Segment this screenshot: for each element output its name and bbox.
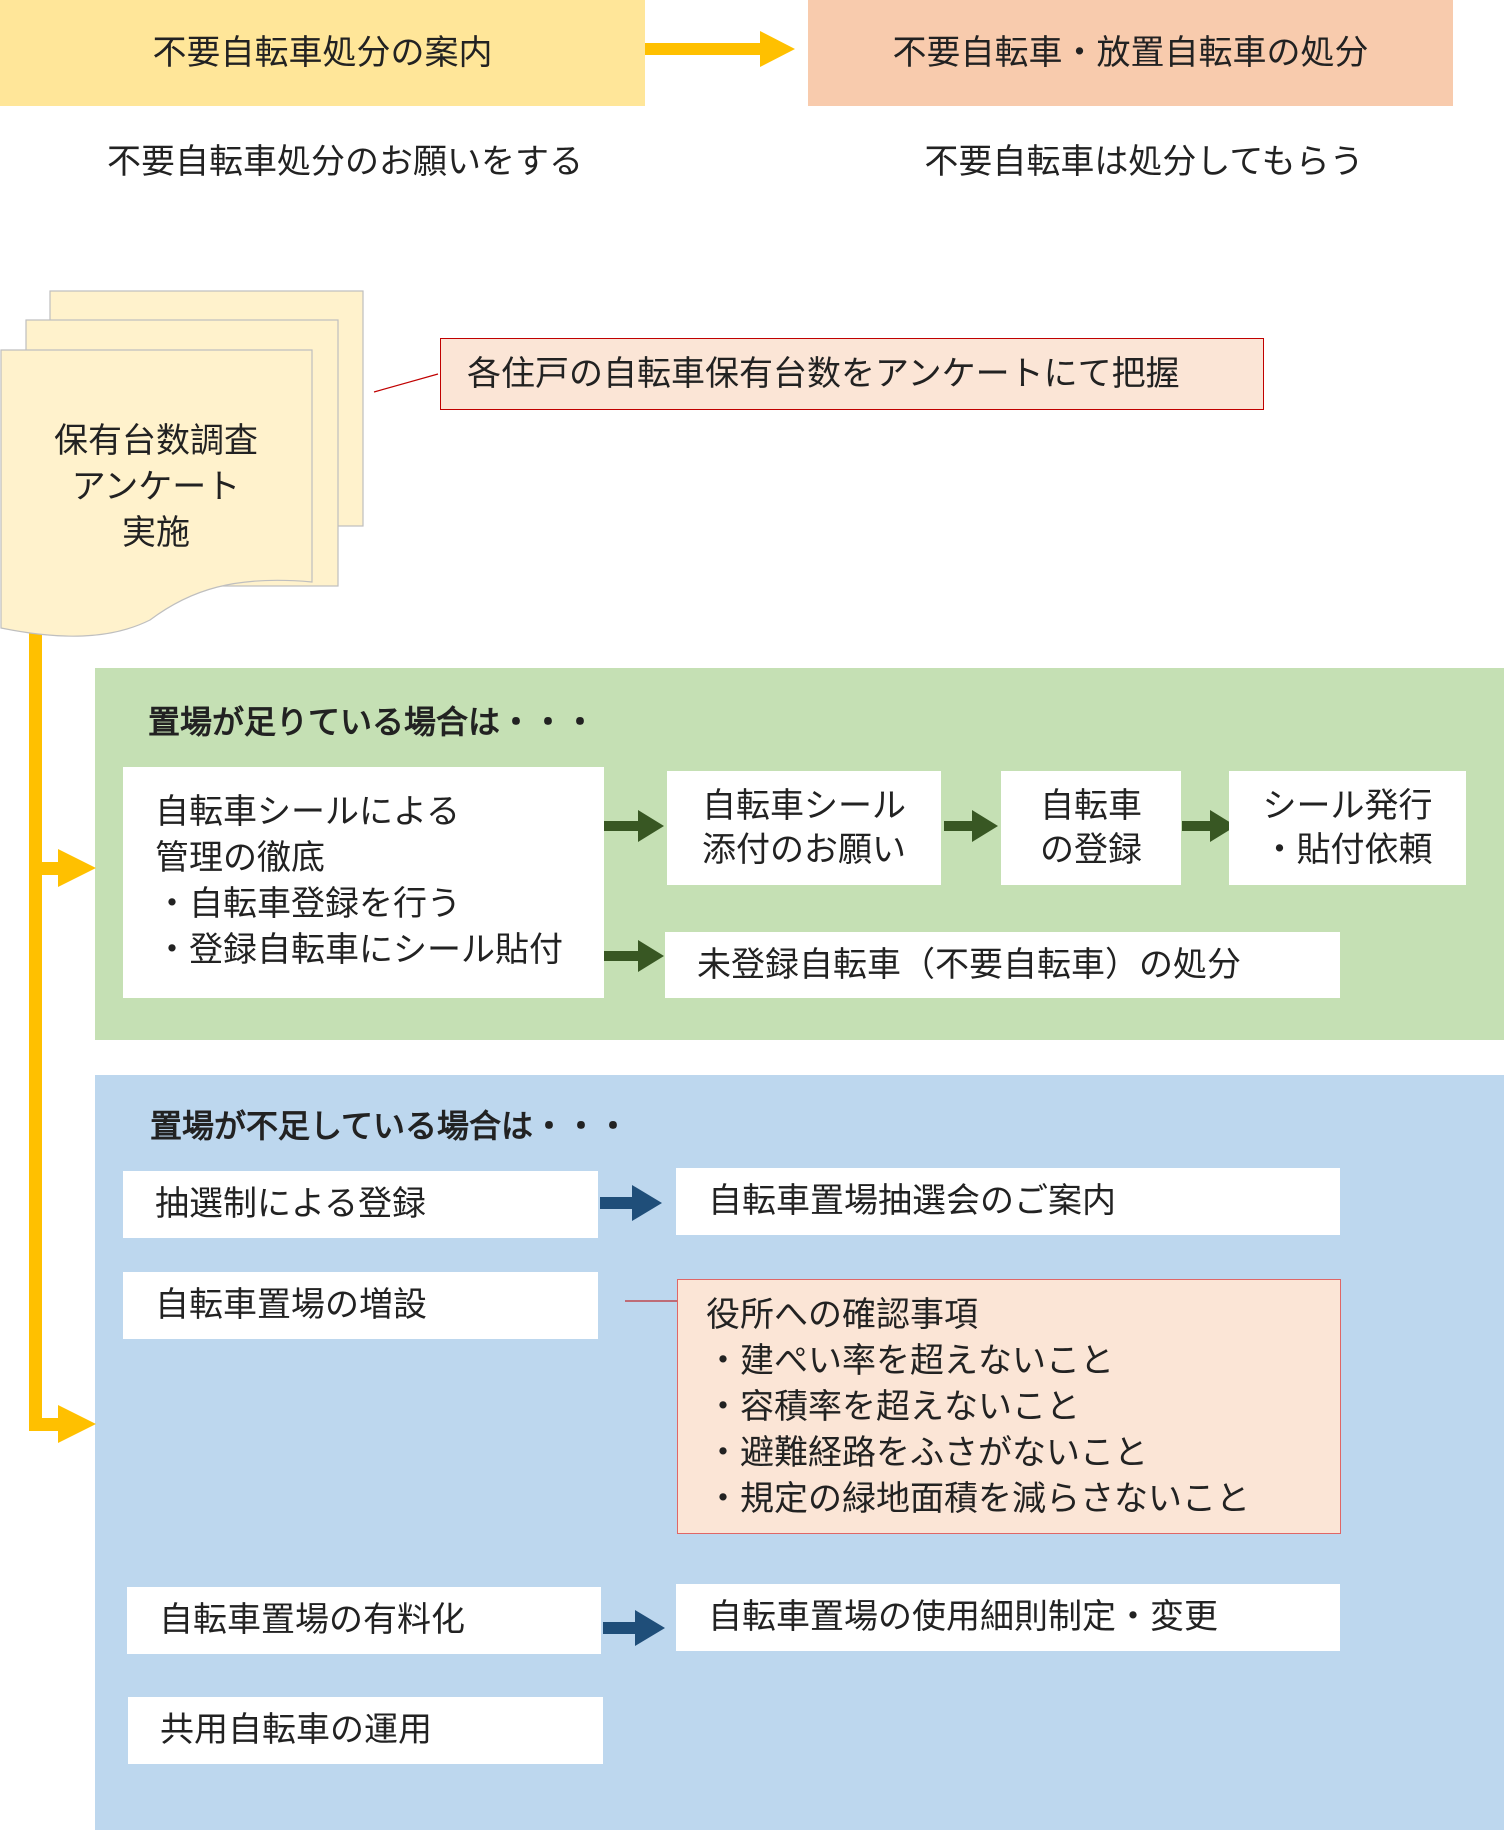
office-check-line-3: ・容積率を超えないこと bbox=[706, 1387, 1080, 1427]
lottery-guide-box: 自転車置場抽選会のご案内 bbox=[676, 1168, 1340, 1235]
survey-line-2: アンケート bbox=[71, 467, 241, 507]
header-left-title: 不要自転車処分の案内 bbox=[152, 32, 493, 73]
blue-arrow-icon-2 bbox=[603, 1610, 665, 1646]
green-arrow-icon-2 bbox=[944, 810, 998, 842]
parking-rules-text: 自転車置場の使用細則制定・変更 bbox=[708, 1597, 1218, 1638]
green-arrow-icon-3 bbox=[1182, 810, 1236, 842]
sticker-issue-line-1: シール発行 bbox=[1262, 785, 1433, 826]
office-check-callout: 役所への確認事項 ・建ぺい率を超えないこと ・容積率を超えないこと ・避難経路を… bbox=[677, 1279, 1341, 1534]
flow-line-orange bbox=[29, 632, 96, 1443]
office-check-line-1: 役所への確認事項 bbox=[706, 1295, 978, 1335]
unregistered-disposal-text: 未登録自転車（不要自転車）の処分 bbox=[697, 944, 1241, 985]
green-arrow-icon-1 bbox=[604, 810, 664, 842]
callout-leader-line bbox=[373, 373, 439, 393]
sticker-request-box: 自転車シール 添付のお願い bbox=[667, 771, 941, 885]
office-check-line-4: ・避難経路をふさがないこと bbox=[706, 1433, 1148, 1473]
survey-callout-text: 各住戸の自転車保有台数をアンケートにて把握 bbox=[467, 353, 1180, 394]
bike-registration-box: 自転車 の登録 bbox=[1001, 771, 1181, 885]
sufficient-main-line-1: 自転車シールによる bbox=[155, 792, 460, 832]
paid-parking-box: 自転車置場の有料化 bbox=[127, 1587, 601, 1654]
sufficient-main-box: 自転車シールによる 管理の徹底 ・自転車登録を行う ・登録自転車にシール貼付 bbox=[123, 767, 604, 998]
lottery-guide-text: 自転車置場抽選会のご案内 bbox=[708, 1181, 1116, 1222]
survey-line-1: 保有台数調査 bbox=[54, 421, 258, 461]
survey-document-stack-icon bbox=[0, 290, 364, 637]
lottery-text: 抽選制による登録 bbox=[155, 1184, 426, 1225]
lottery-box: 抽選制による登録 bbox=[123, 1171, 598, 1238]
office-check-line-5: ・規定の緑地面積を減らさないこと bbox=[706, 1479, 1250, 1519]
sufficient-main-line-2: 管理の徹底 bbox=[155, 838, 325, 878]
header-right-box: 不要自転車・放置自転車の処分 bbox=[808, 0, 1453, 106]
shared-bike-box: 共用自転車の運用 bbox=[128, 1697, 603, 1764]
expansion-text: 自転車置場の増設 bbox=[155, 1285, 427, 1326]
sufficient-heading: 置場が足りている場合は・・・ bbox=[148, 703, 597, 741]
parking-rules-box: 自転車置場の使用細則制定・変更 bbox=[676, 1584, 1340, 1651]
sufficient-main-line-4: ・登録自転車にシール貼付 bbox=[155, 930, 563, 970]
insufficient-heading: 置場が不足している場合は・・・ bbox=[150, 1107, 630, 1145]
sticker-issue-box: シール発行 ・貼付依頼 bbox=[1229, 771, 1466, 885]
unregistered-disposal-box: 未登録自転車（不要自転車）の処分 bbox=[665, 932, 1340, 998]
sticker-request-line-2: 添付のお願い bbox=[702, 830, 906, 870]
header-arrow-icon bbox=[645, 31, 795, 67]
survey-callout: 各住戸の自転車保有台数をアンケートにて把握 bbox=[440, 338, 1264, 410]
paid-parking-text: 自転車置場の有料化 bbox=[159, 1600, 465, 1641]
sticker-issue-line-2: ・貼付依頼 bbox=[1262, 830, 1433, 870]
header-left-subtitle: 不要自転車処分のお願いをする bbox=[107, 141, 583, 182]
sticker-request-line-1: 自転車シール bbox=[702, 785, 906, 826]
header-left-box: 不要自転車処分の案内 bbox=[0, 0, 645, 106]
shared-bike-text: 共用自転車の運用 bbox=[160, 1710, 432, 1751]
green-arrow-icon-4 bbox=[604, 940, 664, 972]
sufficient-main-line-3: ・自転車登録を行う bbox=[155, 884, 461, 924]
bike-registration-line-1: 自転車 bbox=[1040, 785, 1142, 826]
survey-line-3: 実施 bbox=[122, 513, 190, 553]
expansion-box: 自転車置場の増設 bbox=[123, 1272, 598, 1339]
office-check-line-2: ・建ぺい率を超えないこと bbox=[706, 1341, 1114, 1381]
blue-arrow-icon-1 bbox=[600, 1185, 662, 1221]
survey-document-text: 保有台数調査 アンケート 実施 bbox=[10, 418, 302, 556]
header-right-title: 不要自転車・放置自転車の処分 bbox=[892, 32, 1369, 73]
header-right-subtitle: 不要自転車は処分してもらう bbox=[924, 141, 1364, 182]
bike-registration-line-2: の登録 bbox=[1040, 830, 1142, 870]
